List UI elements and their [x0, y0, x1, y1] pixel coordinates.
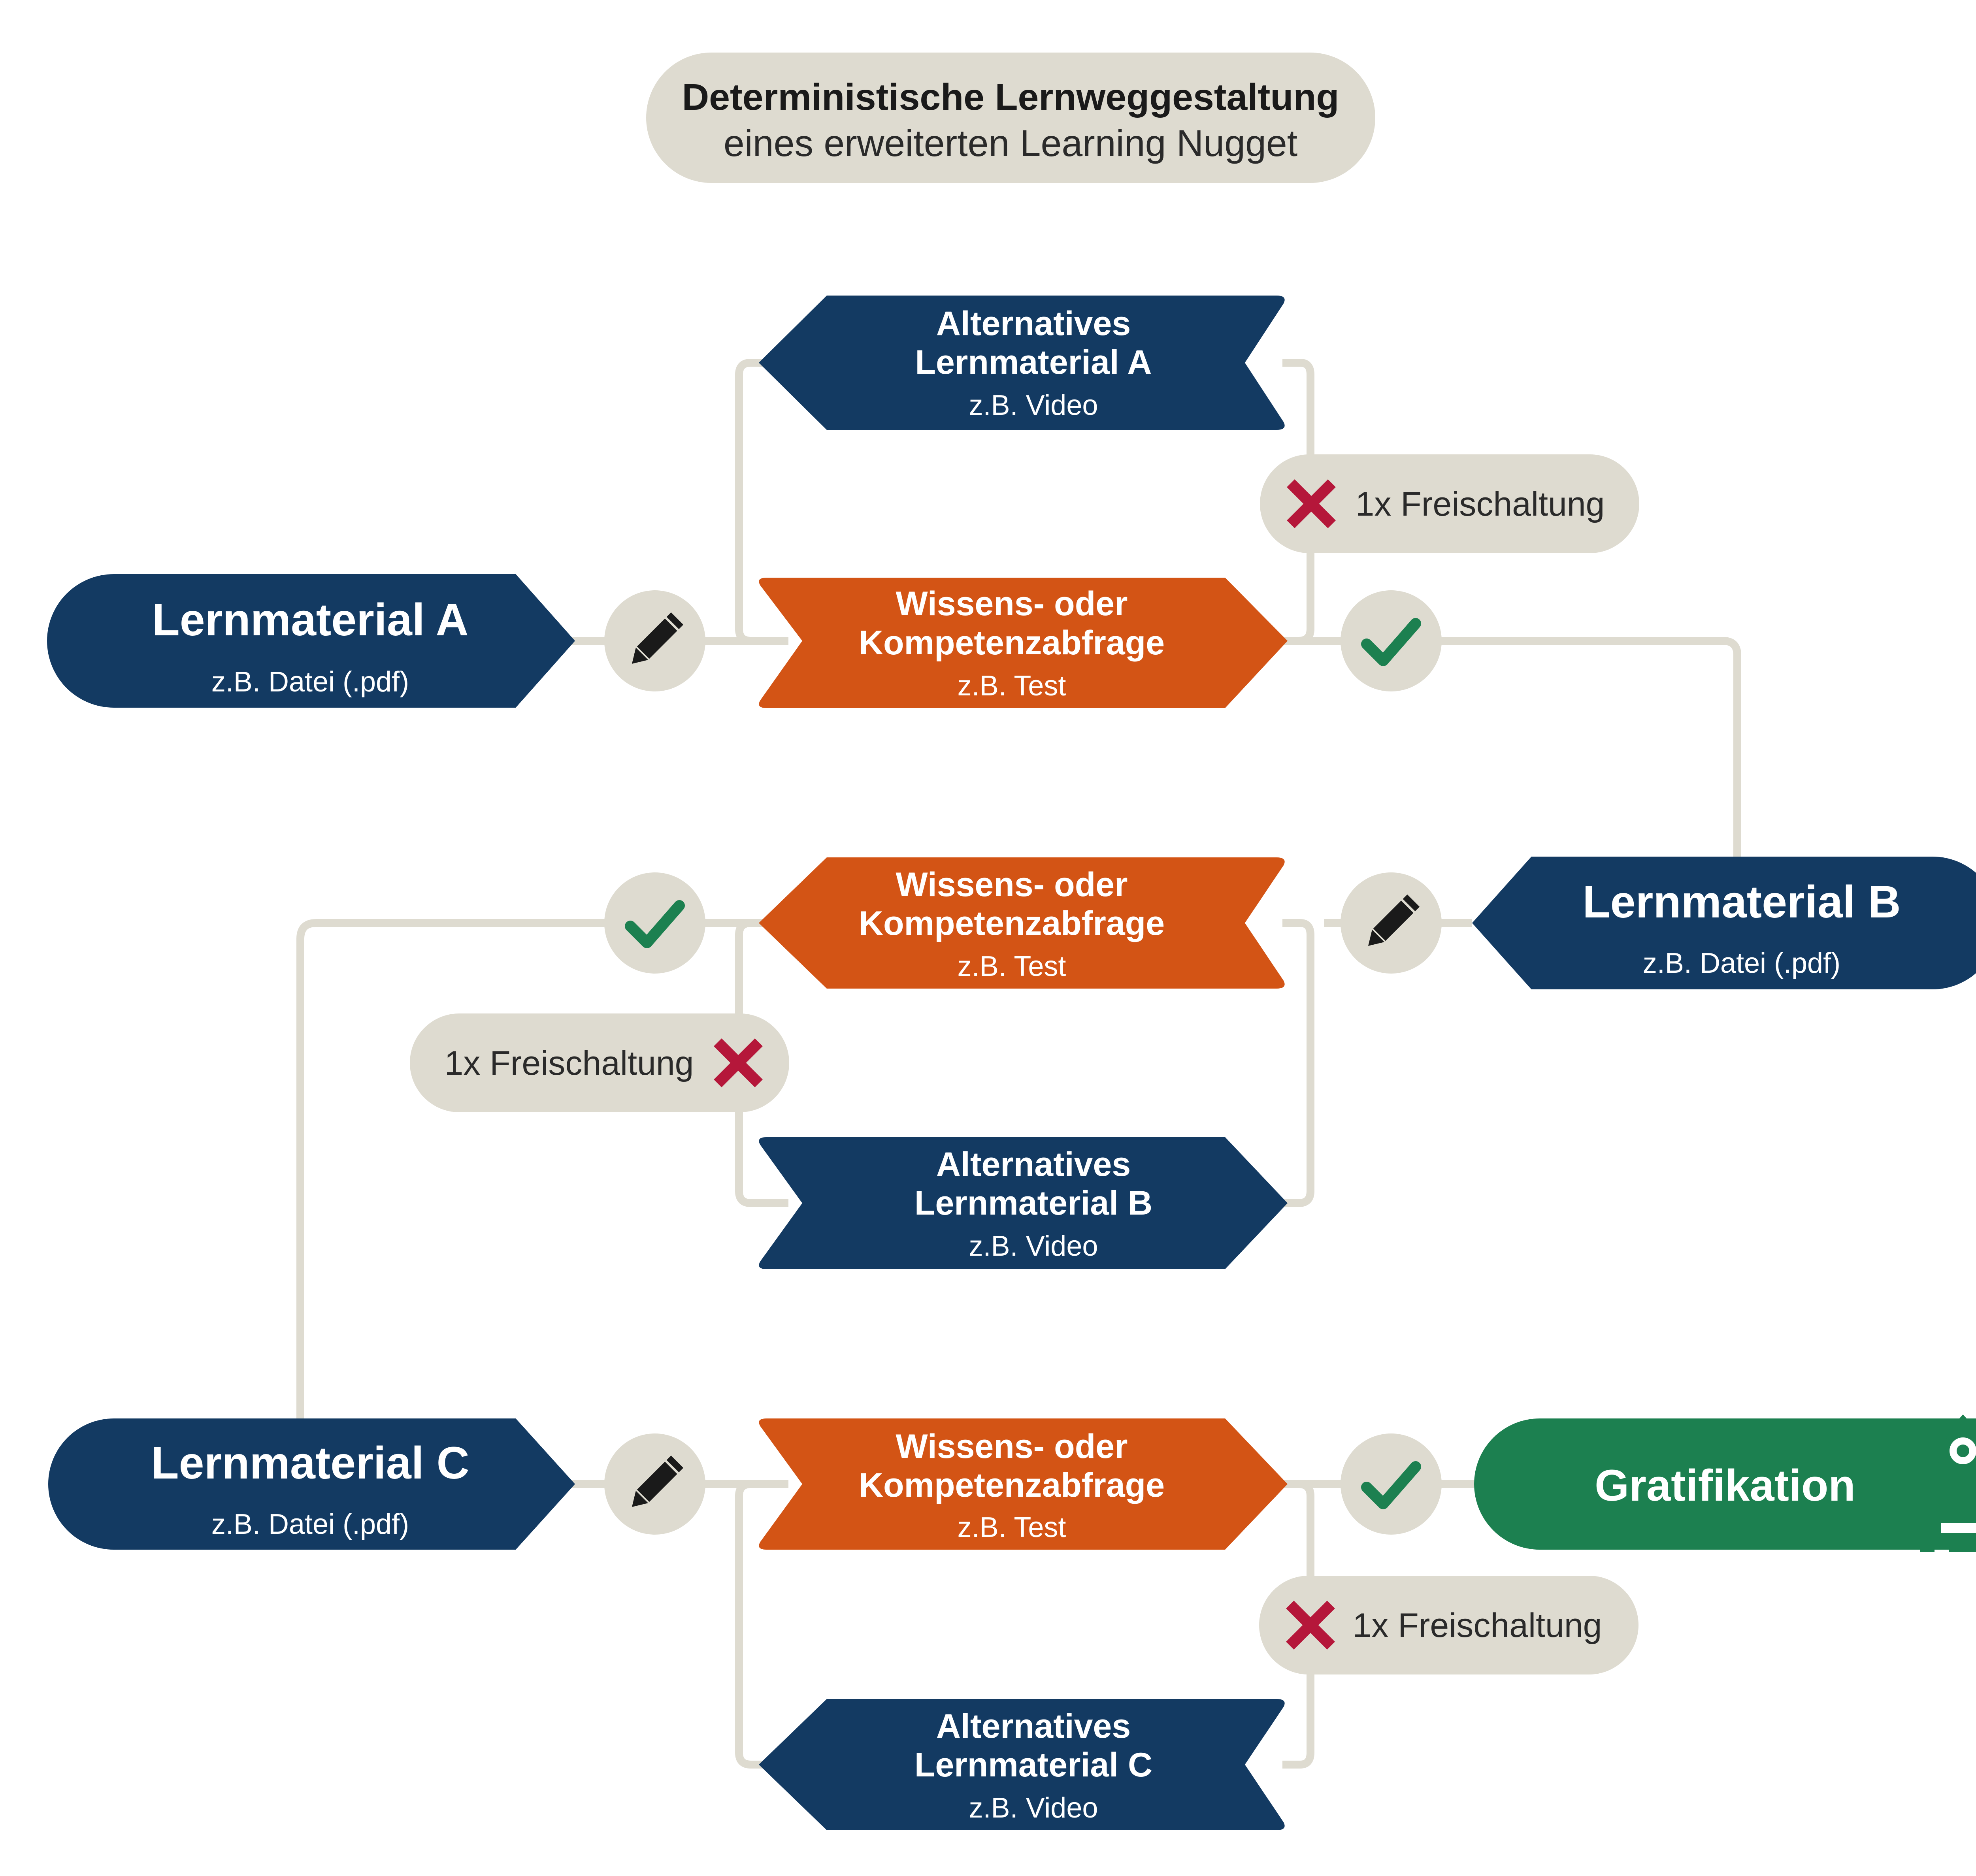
alternative-a-box[interactable]: Alternatives Lernmaterial A z.B. Video: [759, 296, 1285, 430]
alternative-c-box[interactable]: Alternatives Lernmaterial C z.B. Video: [759, 1699, 1285, 1830]
lernmaterial-a-title: Lernmaterial A: [152, 595, 468, 645]
check-icon: [1341, 1433, 1442, 1535]
lernmaterial-c-box[interactable]: Lernmaterial C z.B. Datei (.pdf): [48, 1418, 575, 1550]
lernmaterial-a-subtitle: z.B. Datei (.pdf): [211, 666, 409, 698]
test-c-sub: z.B. Test: [958, 1512, 1066, 1543]
pencil-icon: [1341, 872, 1442, 974]
alternative-c-sub: z.B. Video: [969, 1792, 1098, 1824]
lernmaterial-b-title: Lernmaterial B: [1582, 877, 1901, 927]
gratification-box[interactable]: Gratifikation: [1474, 1418, 1976, 1550]
test-b-box[interactable]: Wissens- oder Kompetenzabfrage z.B. Test: [759, 857, 1285, 989]
lernmaterial-b-subtitle: z.B. Datei (.pdf): [1643, 947, 1840, 979]
title-pill: Deterministische Lernweggestaltung eines…: [646, 53, 1375, 183]
alternative-b-line1: Alternatives: [936, 1145, 1131, 1183]
unlock-c-label: 1x Freischaltung: [1353, 1607, 1602, 1644]
test-a-line1: Wissens- oder: [896, 585, 1128, 623]
alternative-a-line2: Lernmaterial A: [915, 343, 1152, 381]
lernmaterial-b-box[interactable]: Lernmaterial B z.B. Datei (.pdf): [1472, 857, 1976, 989]
test-c-line1: Wissens- oder: [896, 1428, 1128, 1465]
test-b-line2: Kompetenzabfrage: [859, 904, 1165, 942]
alternative-b-sub: z.B. Video: [969, 1230, 1098, 1262]
unlock-b-label: 1x Freischaltung: [445, 1044, 694, 1082]
alternative-c-line2: Lernmaterial C: [914, 1746, 1152, 1784]
test-c-line2: Kompetenzabfrage: [859, 1466, 1165, 1504]
alternative-a-sub: z.B. Video: [969, 390, 1098, 421]
check-icon: [604, 872, 705, 974]
unlock-a-label: 1x Freischaltung: [1356, 485, 1605, 523]
test-a-sub: z.B. Test: [958, 670, 1066, 702]
test-a-line2: Kompetenzabfrage: [859, 624, 1165, 662]
pencil-icon: [604, 590, 705, 691]
unlock-pill-c: 1x Freischaltung: [1259, 1576, 1638, 1674]
test-a-box[interactable]: Wissens- oder Kompetenzabfrage z.B. Test: [759, 578, 1288, 708]
alternative-b-line2: Lernmaterial B: [914, 1184, 1152, 1222]
rocket-icon: [1920, 1415, 1976, 1552]
unlock-pill-b: 1x Freischaltung: [410, 1013, 789, 1112]
alternative-a-line1: Alternatives: [936, 305, 1131, 343]
alternative-c-line1: Alternatives: [936, 1707, 1131, 1745]
lernmaterial-a-box[interactable]: Lernmaterial A z.B. Datei (.pdf): [47, 574, 575, 708]
check-icon: [1341, 590, 1442, 691]
gratification-label: Gratifikation: [1595, 1461, 1855, 1510]
lernmaterial-c-title: Lernmaterial C: [151, 1438, 469, 1488]
pencil-icon: [604, 1433, 705, 1535]
alternative-b-box[interactable]: Alternatives Lernmaterial B z.B. Video: [759, 1137, 1288, 1269]
unlock-pill-a: 1x Freischaltung: [1260, 454, 1639, 553]
test-b-line1: Wissens- oder: [896, 866, 1128, 904]
test-c-box[interactable]: Wissens- oder Kompetenzabfrage z.B. Test: [759, 1418, 1288, 1550]
title-line1: Deterministische Lernweggestaltung: [682, 76, 1339, 118]
title-line2: eines erweiterten Learning Nugget: [724, 122, 1297, 164]
test-b-sub: z.B. Test: [958, 951, 1066, 982]
lernmaterial-c-subtitle: z.B. Datei (.pdf): [211, 1509, 409, 1540]
